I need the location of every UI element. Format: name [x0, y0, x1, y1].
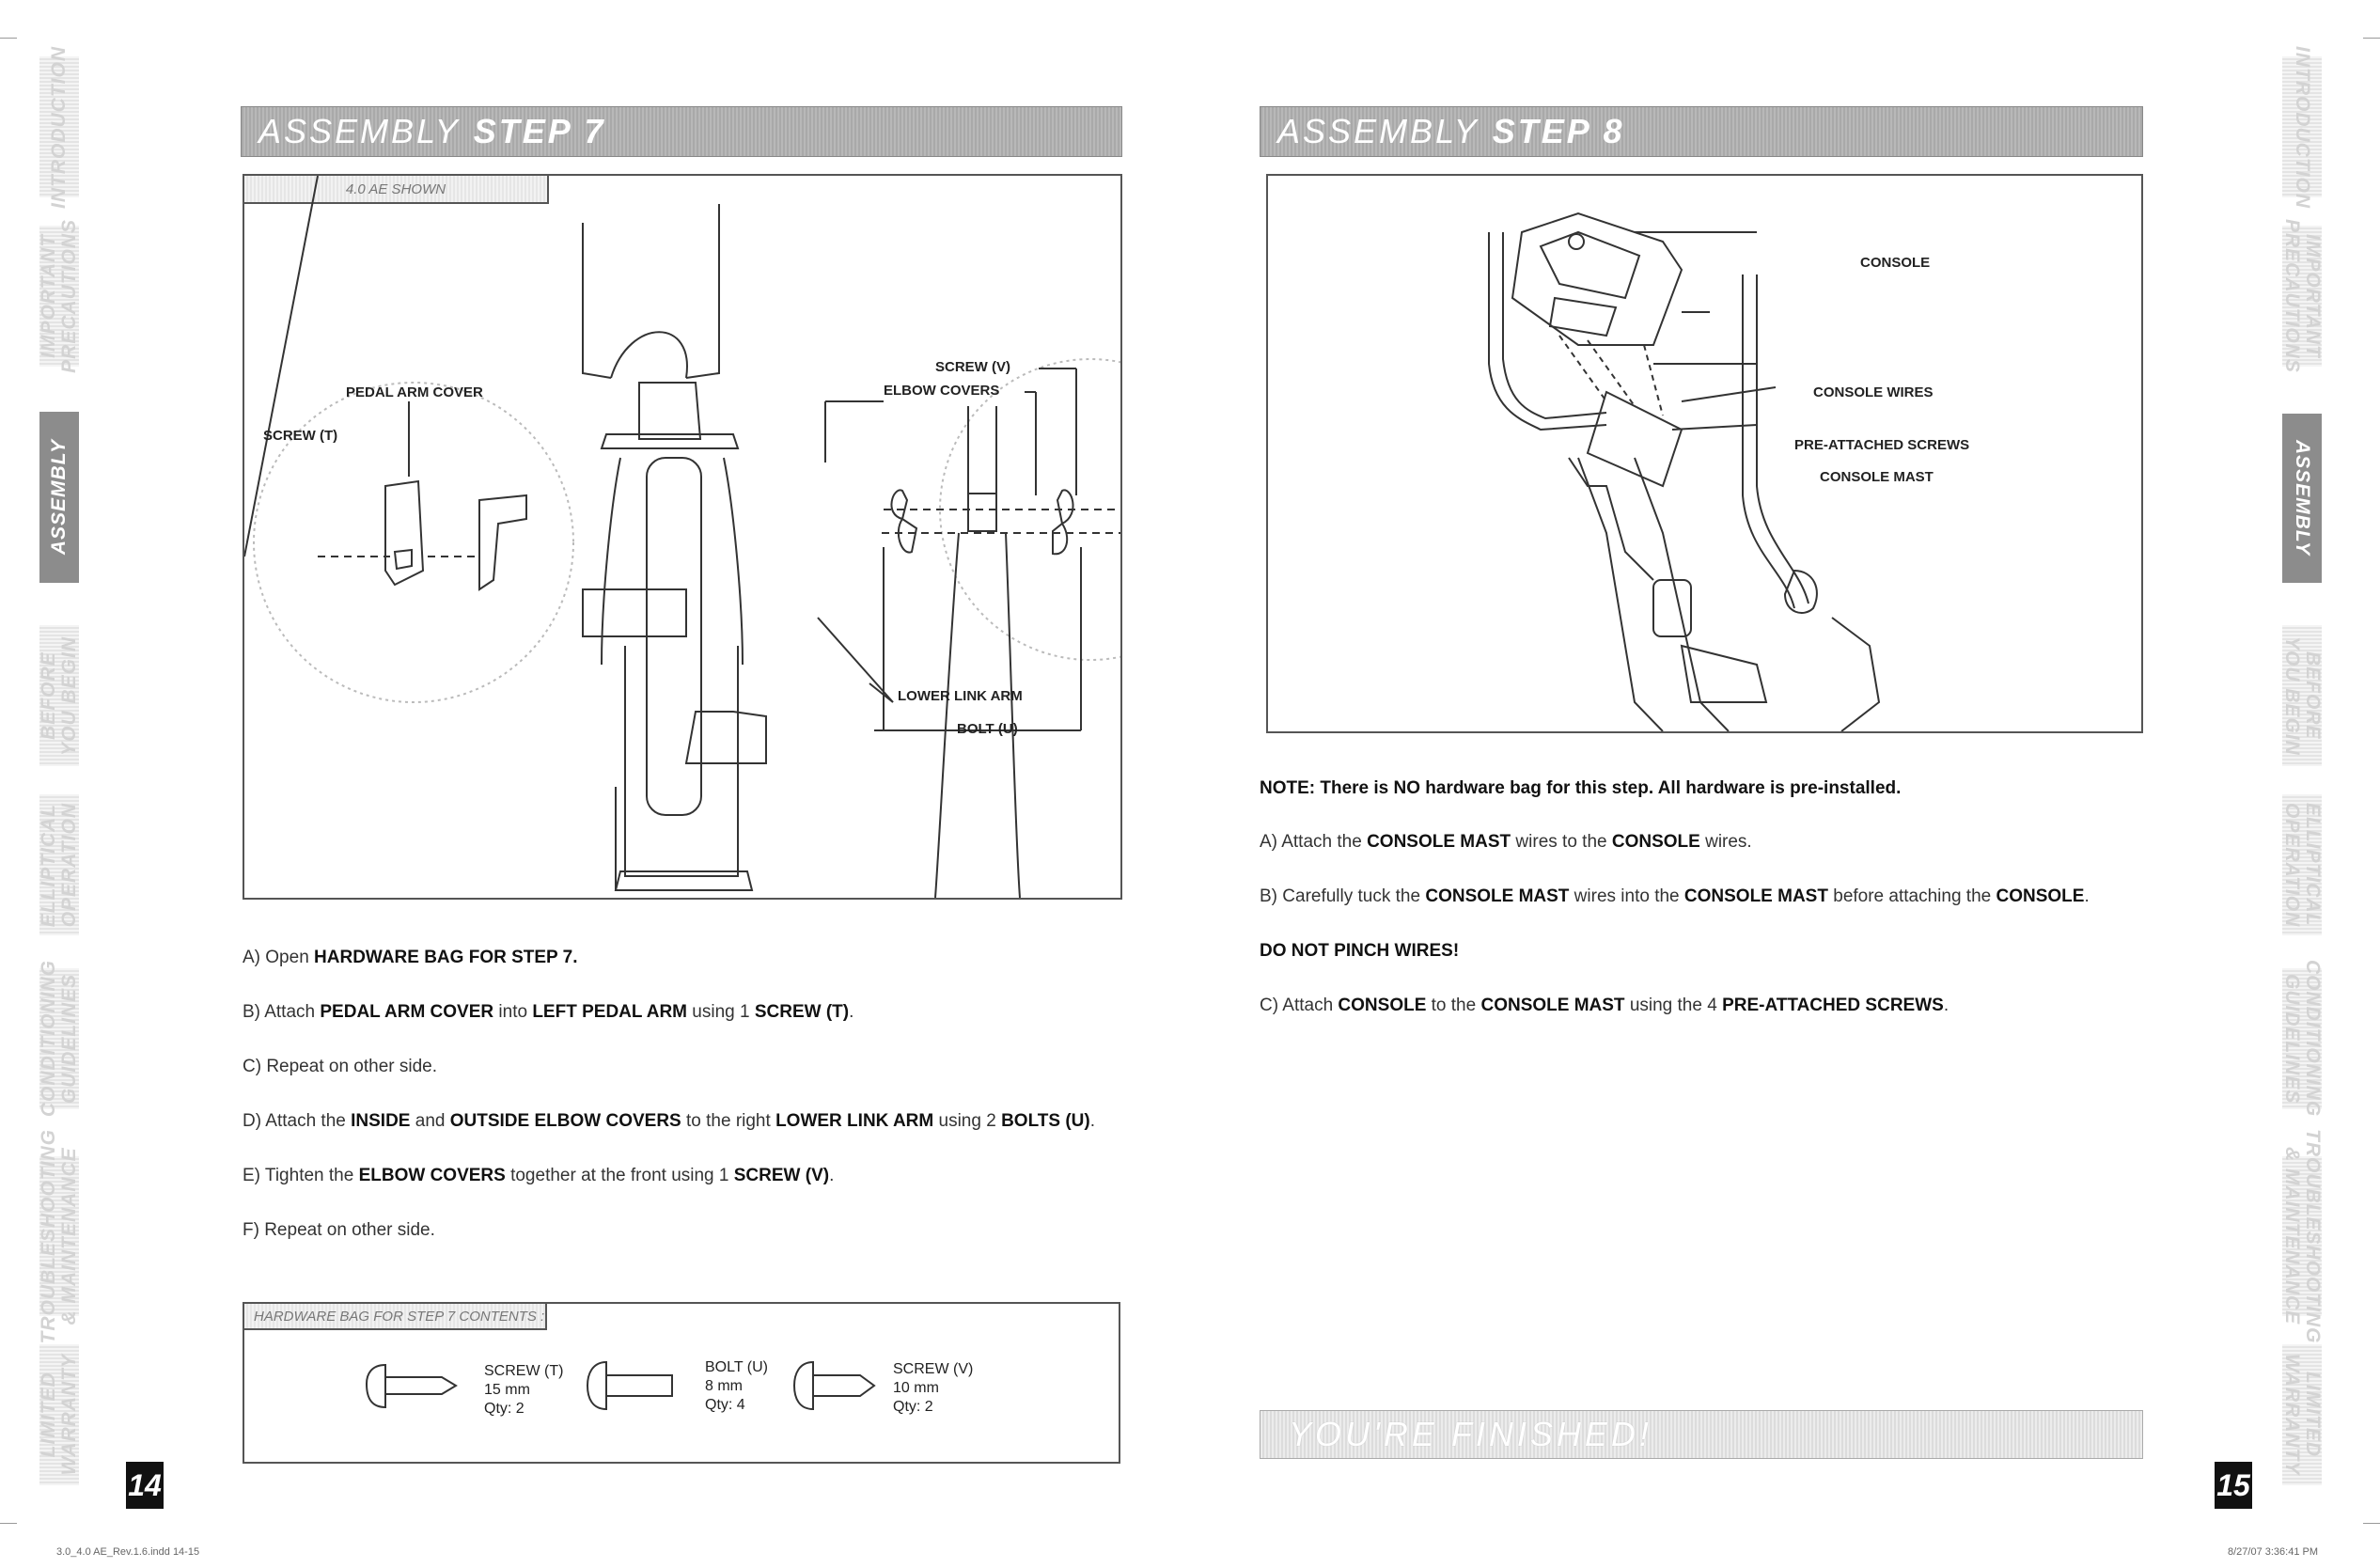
banner-title: ASSEMBLY: [258, 112, 461, 150]
tab-label: TROUBLESHOOTING & MAINTENANCE: [2281, 1128, 2324, 1344]
tab-conditioning-guidelines[interactable]: CONDITIONING GUIDELINES: [2281, 960, 2324, 1117]
instruction-a: A) Open HARDWARE BAG FOR STEP 7.: [243, 948, 578, 967]
bolt-u-icon: [586, 1360, 607, 1411]
right-pedal: [684, 711, 767, 764]
label-console-mast: CONSOLE MAST: [1820, 469, 1934, 485]
tab-troubleshooting[interactable]: TROUBLESHOOTING & MAINTENANCE: [2281, 1129, 2324, 1344]
tab-label: CONDITIONING GUIDELINES: [2281, 960, 2324, 1118]
elliptical-drawing: [244, 176, 1120, 898]
instruction-c: C) Attach CONSOLE to the CONSOLE MAST us…: [1260, 996, 1949, 1015]
model-note: 4.0 AE SHOWN: [244, 176, 549, 204]
tab-limited-warranty[interactable]: LIMITED WARRANTY: [2281, 1344, 2324, 1485]
step-8-diagram: CONSOLE CONSOLE WIRES PRE-ATTACHED SCREW…: [1266, 174, 2143, 733]
left-detail-circle: [253, 382, 574, 703]
label-pedal-arm-cover: PEDAL ARM COVER: [346, 384, 483, 400]
instruction-d: D) Attach the INSIDE and OUTSIDE ELBOW C…: [243, 1111, 1095, 1131]
footer-file-name: 3.0_4.0 AE_Rev.1.6.indd 14-15: [56, 1546, 200, 1558]
label-lower-link-arm: LOWER LINK ARM: [898, 688, 1023, 704]
tab-label: INTRODUCTION: [48, 45, 70, 209]
tab-label: ELLIPTICAL OPERATION: [38, 802, 80, 928]
finished-banner: YOU'RE FINISHED!: [1260, 1410, 2143, 1459]
tab-introduction[interactable]: INTRODUCTION: [39, 46, 79, 209]
instruction-c: C) Repeat on other side.: [243, 1057, 438, 1076]
console-drawing: [1488, 212, 1881, 731]
tab-limited-warranty[interactable]: LIMITED WARRANTY: [38, 1344, 80, 1485]
banner-step: STEP 7: [473, 112, 606, 150]
banner-step: STEP 8: [1492, 112, 1625, 150]
banner-title: ASSEMBLY: [1277, 112, 1480, 150]
hardware-bag-title-text: HARDWARE BAG FOR STEP 7 CONTENTS :: [254, 1308, 545, 1325]
hardware-bag-title: HARDWARE BAG FOR STEP 7 CONTENTS :: [244, 1304, 547, 1330]
instruction-b: B) Attach PEDAL ARM COVER into LEFT PEDA…: [243, 1002, 854, 1022]
label-console-wires: CONSOLE WIRES: [1813, 384, 1934, 400]
tab-assembly[interactable]: ASSEMBLY: [2282, 414, 2322, 583]
finished-text: YOU'RE FINISHED!: [1289, 1415, 1652, 1453]
instruction-a: A) Attach the CONSOLE MAST wires to the …: [1260, 832, 1752, 852]
label-elbow-covers: ELBOW COVERS: [884, 383, 1000, 399]
pedal-arm-cover: [384, 479, 425, 587]
screw-v-icon: [792, 1360, 814, 1411]
note-no-hardware: NOTE: There is NO hardware bag for this …: [1260, 778, 1902, 798]
console-mast: [1586, 390, 1683, 488]
label-screw-v: SCREW (V): [935, 359, 1010, 375]
tab-label: ASSEMBLY: [48, 439, 70, 556]
label-bolt-u: BOLT (U): [957, 721, 1018, 737]
step-7-banner: ASSEMBLY STEP 7: [241, 106, 1122, 157]
tab-label: TROUBLESHOOTING & MAINTENANCE: [38, 1128, 80, 1344]
screw-t-icon: [365, 1363, 386, 1409]
instruction-f: F) Repeat on other side.: [243, 1220, 435, 1240]
label-console: CONSOLE: [1860, 255, 1931, 271]
crop-mark: [2363, 38, 2380, 39]
tab-elliptical-operation[interactable]: ELLIPTICAL OPERATION: [2281, 794, 2324, 935]
tab-introduction[interactable]: INTRODUCTION: [2282, 46, 2322, 209]
instruction-b: B) Carefully tuck the CONSOLE MAST wires…: [1260, 886, 2090, 906]
tab-label: CONDITIONING GUIDELINES: [38, 960, 80, 1118]
tab-label: IMPORTANT PRECAUTIONS: [2281, 219, 2324, 373]
tab-before-you-begin[interactable]: BEFORE YOU BEGIN: [2281, 625, 2324, 766]
tab-before-you-begin[interactable]: BEFORE YOU BEGIN: [38, 625, 80, 766]
tab-important-precautions[interactable]: IMPORTANT PRECAUTIONS: [2281, 219, 2324, 373]
tab-label: LIMITED WARRANTY: [2281, 1354, 2324, 1476]
left-pedal: [582, 588, 687, 637]
tab-label: IMPORTANT PRECAUTIONS: [38, 219, 80, 373]
label-pre-attached-screws: PRE-ATTACHED SCREWS: [1794, 437, 1970, 453]
hardware-bag-box: HARDWARE BAG FOR STEP 7 CONTENTS : SCREW…: [243, 1302, 1120, 1464]
tab-elliptical-operation[interactable]: ELLIPTICAL OPERATION: [38, 794, 80, 935]
page-number-right: 15: [2215, 1462, 2252, 1509]
console-icon: [1511, 212, 1683, 346]
label-screw-t: SCREW (T): [263, 428, 338, 444]
tab-assembly[interactable]: ASSEMBLY: [39, 412, 79, 583]
footer-timestamp: 8/27/07 3:36:41 PM: [2228, 1546, 2319, 1558]
tab-label: INTRODUCTION: [2292, 45, 2313, 209]
tab-label: ASSEMBLY: [2292, 440, 2313, 557]
crop-mark: [0, 38, 17, 39]
model-note-text: 4.0 AE SHOWN: [345, 180, 446, 197]
tab-conditioning-guidelines[interactable]: CONDITIONING GUIDELINES: [38, 960, 80, 1117]
tab-troubleshooting[interactable]: TROUBLESHOOTING & MAINTENANCE: [38, 1129, 80, 1344]
crop-mark: [2363, 1523, 2380, 1524]
step-8-banner: ASSEMBLY STEP 8: [1260, 106, 2143, 157]
tab-label: LIMITED WARRANTY: [38, 1354, 80, 1476]
crop-mark: [0, 1523, 17, 1524]
tab-important-precautions[interactable]: IMPORTANT PRECAUTIONS: [38, 219, 80, 373]
hardware-icons: [365, 1360, 876, 1411]
step-7-diagram: 4.0 AE SHOWN: [243, 174, 1122, 900]
tab-label: BEFORE YOU BEGIN: [2281, 635, 2324, 756]
page-number-left: 14: [126, 1462, 164, 1509]
warning-do-not-pinch: DO NOT PINCH WIRES!: [1260, 941, 1460, 961]
tab-label: ELLIPTICAL OPERATION: [2281, 802, 2324, 928]
instruction-e: E) Tighten the ELBOW COVERS together at …: [243, 1166, 835, 1185]
tab-label: BEFORE YOU BEGIN: [38, 635, 80, 756]
